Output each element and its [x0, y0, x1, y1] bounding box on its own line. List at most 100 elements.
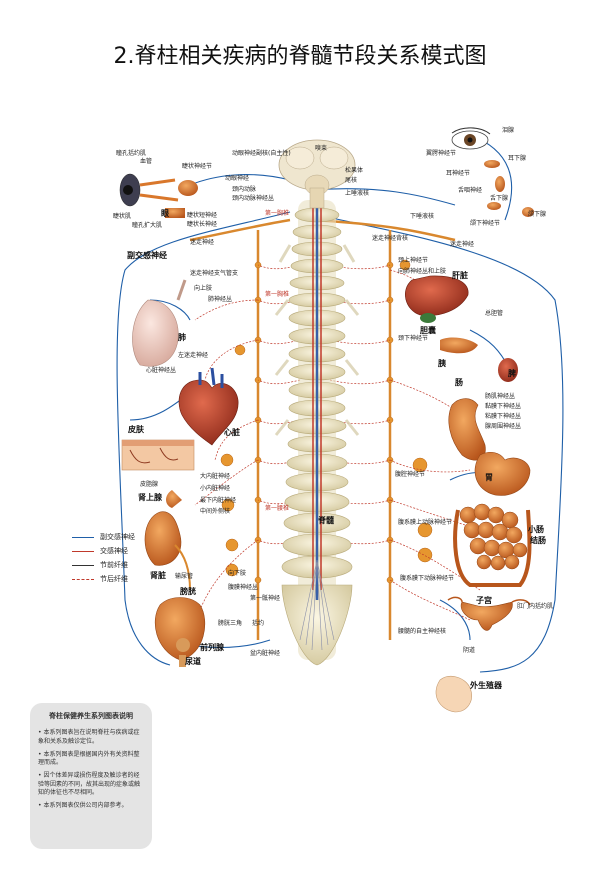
label-first-lumbar: 第一腰椎 [265, 504, 289, 512]
small-intestine-illustration [453, 503, 532, 587]
legend-item-sympathetic: 交感神经 [72, 544, 135, 558]
notes-title: 脊柱保健养生系列图表说明 [49, 712, 133, 720]
label-middle-side: 中间外侧核 [200, 507, 230, 515]
label-lower-mes: 腹系膜下动脉神经节 [400, 574, 454, 582]
label-uterus: 子宫 [476, 595, 492, 605]
label-ureter: 输尿管 [175, 572, 193, 580]
heart-illustration [178, 367, 239, 446]
label-ciliary-nerve: 睫状神经节 [182, 162, 212, 170]
label-vagus-r: 迷走神经 [450, 240, 474, 248]
label-pterygo: 翼腭神经节 [426, 149, 456, 157]
label-lower-ganglion: 颈下神经节 [398, 334, 428, 342]
label-carotid-plexus: 颈内动脉神经丛 [232, 194, 274, 202]
label-lung-plexus: 肺神经丛 [208, 295, 232, 303]
label-upper-limb: 向上肢 [194, 284, 212, 292]
notes-item: • 因个体差异或损伤程度及触诊者的经验等因素的不同，故其出现的症象或触知的体征也… [38, 771, 141, 797]
diagram-labels: 瞳孔括约肌 血管 睫状神经节 动眼神经副核(自主性) 动眼神经 颈内动脉 颈内动… [113, 126, 553, 690]
lung-illustration [132, 279, 187, 367]
label-lung-plexus2: 向肺神经丛和上肢 [398, 267, 446, 275]
label-adrenal: 肾上腺 [138, 492, 163, 502]
label-parasymp: 副交感神经 [127, 250, 167, 260]
label-vagus-l: 迷走神经 [190, 238, 214, 246]
legend-item-postganglionic: 节后纤维 [72, 572, 135, 586]
label-pelvic: 腹膜神经丛 [228, 583, 258, 591]
label-sweat: 皮脂腺 [140, 480, 158, 488]
label-first-thoracic2: 第一胸椎 [265, 290, 289, 298]
label-small-int: 小肠 [527, 524, 544, 534]
eye-illustration [119, 173, 198, 218]
label-stomach: 胃 [485, 473, 493, 482]
vertebral-column [274, 200, 360, 666]
label-eye: 眼 [161, 209, 169, 218]
label-ciliary-short: 睫状短神经 [187, 211, 217, 219]
label-submucosal: 黏膜下神经丛 [485, 402, 521, 410]
label-ciliary-muscle: 睫状肌 [113, 212, 131, 220]
legend-item-preganglionic: 节前纤维 [72, 558, 135, 572]
label-colon-plexus: 腺周围神经丛 [485, 422, 521, 430]
label-sacral: 第一骶神经 [250, 594, 280, 602]
label-genital: 外生殖器 [470, 680, 503, 690]
label-sphincter: 括约 [252, 619, 264, 627]
notes-item: • 本系列图表是根据国内外有关资料整理而成。 [38, 750, 140, 767]
label-pineal: 松果体 [345, 166, 363, 174]
label-large-int: 结肠 [530, 535, 546, 545]
legend: 副交感神经 交感神经 节前纤维 节后纤维 [72, 530, 135, 586]
label-vagus-dorsal: 迷走神经背核 [372, 234, 408, 242]
label-to-lower: 向下肢 [228, 569, 246, 577]
label-upper-saliv: 上唾液核 [345, 189, 369, 197]
label-left-vagus: 左迷走神经 [178, 351, 208, 359]
label-oculomotor2: 动眼神经 [225, 174, 249, 182]
notes-item: • 本系列图表旨在说明脊柱与疾病或症象和关系及触诊定位。 [38, 729, 140, 745]
label-vagus-trunk: 迷走神经支气管支 [190, 269, 238, 277]
label-bladder: 膀胱 [179, 586, 196, 596]
skin-illustration [121, 439, 195, 471]
label-ciliary-long: 睫状长神经 [187, 220, 217, 228]
label-liver: 肝脏 [452, 270, 468, 280]
label-first-thoracic: 第一胸椎 [265, 209, 289, 217]
label-ear-gland: 耳下腺 [508, 154, 526, 162]
label-intestine: 肠 [454, 377, 463, 387]
brain [278, 139, 356, 209]
label-intestine-plexus: 粘膜下神经丛 [485, 412, 521, 420]
label-lower-saliv: 下唾液核 [410, 212, 434, 220]
label-oculomotor: 动眼神经副核(自主性) [232, 149, 291, 157]
notes-item: • 本系列图表仅供公司内部参考。 [38, 801, 128, 809]
label-tear: 泪腺 [502, 126, 514, 134]
uterus-illustration [447, 596, 531, 631]
legend-item-parasympathetic: 副交感神经 [72, 530, 135, 544]
label-triangle: 膀胱三角 [218, 619, 242, 627]
parasympathetic-pathways [116, 134, 564, 673]
intestine-illustration [448, 398, 486, 461]
tear-gland-illustration [451, 127, 534, 217]
label-pelvic2: 腰髓的自主神经核 [398, 627, 446, 635]
label-spinal: 脊髓 [317, 515, 335, 525]
notes-panel: 脊柱保健养生系列图表说明 • 本系列图表旨在说明脊柱与疾病或症象和关系及触诊定位… [30, 703, 152, 849]
label-sub-ganglion: 颌下神经节 [470, 219, 500, 227]
label-cardiac-plexus: 心脏神经丛 [146, 366, 176, 374]
label-pupil-dilator: 瞳孔扩大肌 [132, 221, 162, 229]
label-tongue-nerve: 舌咽神经 [458, 186, 482, 194]
label-vessel: 血管 [140, 157, 152, 165]
label-eye-muscle: 瞳孔括约肌 [116, 149, 146, 157]
label-bile: 总胆管 [485, 309, 503, 317]
label-inner-carotid: 颈内动脉 [232, 185, 256, 193]
page-title: 2.脊柱相关疾病的脊髓节段关系模式图 [113, 44, 487, 69]
label-lung: 肺 [178, 332, 186, 342]
stomach-illustration [474, 451, 531, 496]
label-lowest-splanch: 最下内脏神经 [200, 496, 236, 504]
label-mesenteric: 肠肌神经丛 [485, 392, 515, 400]
label-pancreas: 胰 [438, 358, 446, 368]
label-kidney: 肾脏 [150, 570, 166, 580]
label-sub-gland: 颌下腺 [528, 210, 546, 218]
label-minor-splanch: 小内脏神经 [200, 484, 230, 492]
label-caudate: 尾核 [345, 176, 357, 184]
label-prostate: 前列腺 [200, 642, 225, 652]
kidney-illustration [144, 490, 191, 591]
bladder-illustration [154, 597, 206, 667]
label-urethra2: 阴道 [463, 646, 475, 654]
label-heart: 心脏 [224, 427, 240, 437]
label-urethra: 尿道 [185, 656, 201, 666]
genital-illustration [435, 676, 472, 713]
label-anal: 肛门内括约肌 [517, 602, 553, 610]
